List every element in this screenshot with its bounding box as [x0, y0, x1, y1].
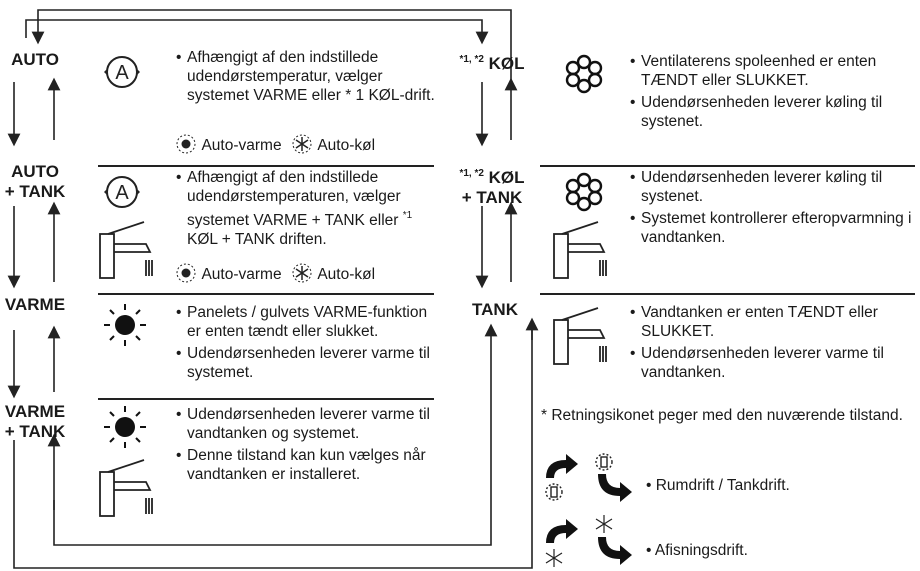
- legend-room-tank: • Rumdrift / Tankdrift.: [646, 477, 790, 494]
- auto-a-icon: A: [104, 176, 140, 208]
- auto-a-icon: A: [104, 56, 140, 88]
- separator: [98, 165, 434, 167]
- kol-desc: Ventilaterens spoleenhed er enten TÆNDT …: [630, 52, 915, 131]
- svg-text:A: A: [115, 182, 129, 204]
- snowflake-icon: [565, 54, 603, 94]
- water-tap-icon: [553, 221, 607, 279]
- varme-tank-desc: Udendørsenheden leverer varme til vandta…: [176, 405, 436, 484]
- separator: [540, 293, 915, 295]
- auto-tank-legend: Auto-varme Auto-køl: [174, 262, 444, 284]
- defrost-direction-arrow-icon: [595, 515, 632, 565]
- auto-legend: Auto-varme Auto-køl: [174, 133, 444, 155]
- mode-tank: TANK: [472, 300, 518, 319]
- mode-varme: VARME: [4, 295, 66, 314]
- mode-varme-tank: VARME+ TANK: [4, 402, 66, 441]
- tank-direction-arrow-icon: [595, 453, 632, 502]
- mode-kol: *1, *2 KØL: [459, 54, 525, 73]
- sun-icon: [104, 406, 146, 448]
- separator: [98, 293, 434, 295]
- separator: [98, 398, 434, 400]
- snowflake-icon: [292, 263, 312, 283]
- water-tap-icon: [99, 221, 153, 279]
- room-direction-arrow-icon: [545, 454, 578, 501]
- svg-text:A: A: [115, 62, 129, 84]
- sun-icon: [176, 134, 196, 154]
- legend-defrost: • Afisningsdrift.: [646, 542, 748, 559]
- defrost-direction-arrow-icon: [545, 519, 578, 567]
- mode-auto: AUTO: [11, 50, 59, 69]
- tank-desc: Vandtanken er enten TÆNDT eller SLUKKET.…: [630, 303, 915, 382]
- direction-note: * Retningsikonet peger med den nuværende…: [541, 407, 903, 424]
- separator: [540, 165, 915, 167]
- snowflake-icon: [565, 172, 603, 212]
- water-tap-icon: [99, 459, 153, 517]
- varme-desc: Panelets / gulvets VARME-funktion er ent…: [176, 303, 436, 382]
- auto-tank-desc: Afhængigt af den indstillede udendørstem…: [176, 168, 436, 249]
- sun-icon: [104, 304, 146, 346]
- kol-tank-desc: Udendørsenheden leverer køling til syste…: [630, 168, 915, 247]
- mode-kol-tank: *1, *2 KØL+ TANK: [459, 168, 525, 207]
- snowflake-icon: [292, 134, 312, 154]
- water-tap-icon: [553, 307, 607, 365]
- sun-icon: [176, 263, 196, 283]
- auto-desc: Afhængigt af den indstillede udendørstem…: [176, 48, 436, 105]
- mode-auto-tank: AUTO+ TANK: [4, 162, 66, 201]
